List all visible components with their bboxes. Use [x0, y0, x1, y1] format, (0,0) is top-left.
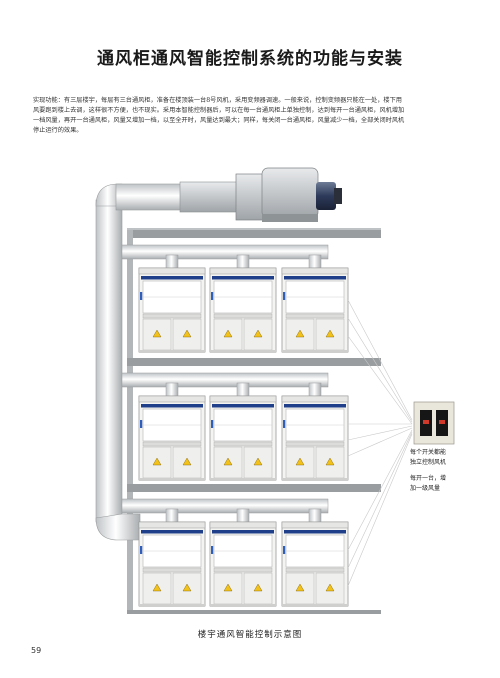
branch-duct	[121, 244, 329, 260]
fume-hood	[209, 395, 277, 482]
building-wall	[127, 230, 133, 610]
page-number: 59	[31, 646, 42, 655]
control-wires	[347, 299, 413, 587]
fume-hood	[209, 521, 277, 608]
intro-line: 停止运行的效果。	[33, 127, 83, 134]
rooftop-fan	[235, 167, 342, 222]
intro-line: 实现功能：有三层楼宇，每层有三台通风柜，准备在楼顶装一台8号风机，采用变频器调速…	[33, 97, 402, 104]
main-riser-duct	[95, 199, 123, 523]
intro-line: 风要跑到楼上去调，这样很不方便，也不现实。采用本智能控制器后，可以在每一台通风柜…	[33, 107, 405, 114]
intro-paragraph: 实现功能：有三层楼宇，每层有三台通风柜，准备在楼顶装一台8号风机，采用变频器调速…	[33, 96, 473, 136]
roof-slab	[127, 230, 381, 238]
fume-hood	[281, 395, 349, 482]
callout-line: 每开一台，增	[410, 475, 447, 482]
floor-slab	[127, 358, 381, 366]
intro-line: 一档风量，再开一台通风柜，风量又增加一档，以至全开时，风量达到最大；同样，每关闭…	[33, 117, 405, 124]
fume-hood	[209, 267, 277, 354]
callout-line: 独立控制风机	[410, 458, 447, 466]
roof-duct	[115, 183, 183, 211]
riser-elbow-bottom	[95, 513, 141, 541]
figure-caption: 楼宇通风智能控制示意图	[197, 630, 303, 640]
branch-duct	[121, 372, 329, 388]
floor-slab	[127, 484, 381, 492]
fume-hood	[281, 267, 349, 354]
fume-hood	[138, 267, 206, 354]
silencer	[179, 181, 239, 213]
ground-line	[127, 610, 381, 614]
callout-airflow: 每开一台，增 加一级风量	[410, 474, 490, 493]
roof-slab-edge	[127, 228, 381, 230]
callout-line: 每个开关都能	[410, 449, 447, 456]
switch-panel	[413, 401, 455, 445]
page-title: 通风柜通风智能控制系统的功能与安装	[97, 49, 403, 69]
fume-hood	[138, 521, 206, 608]
branch-duct	[121, 498, 329, 514]
callout-line: 加一级风量	[410, 484, 441, 492]
callout-switch: 每个开关都能 独立控制风机	[410, 448, 490, 467]
fume-hood	[138, 395, 206, 482]
fume-hood	[281, 521, 349, 608]
